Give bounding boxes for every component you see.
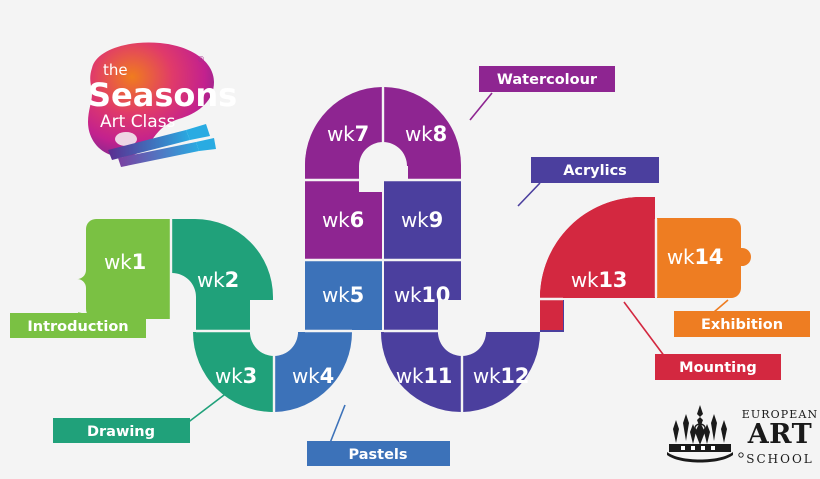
week-block-wk4[interactable]: wk4 [275, 332, 353, 412]
label-chip-mounting[interactable]: Mounting [655, 354, 781, 380]
connector-acrylics [517, 182, 541, 207]
label-text-exhibition: Exhibition [701, 317, 783, 333]
label-chips: Introduction Drawing Pastels Watercolour… [10, 66, 810, 466]
week-label-wk12: wk12 [473, 364, 529, 389]
week-label-wk9: wk9 [401, 208, 443, 233]
week-label-wk7: wk7 [327, 122, 369, 147]
label-chip-acrylics[interactable]: Acrylics [531, 157, 659, 183]
logo-line-the: the [103, 61, 128, 79]
week-block-wk14[interactable]: wk14 [657, 218, 752, 298]
label-chip-exhibition[interactable]: Exhibition [674, 311, 810, 337]
partner-logo-line-european: EUROPEAN [742, 408, 818, 421]
label-text-mounting: Mounting [679, 360, 757, 376]
week-label-wk3: wk3 [215, 364, 257, 389]
week-block-wk13[interactable]: wk13 [540, 197, 655, 330]
week-label-wk5-text: wk5 [322, 283, 364, 308]
label-text-acrylics: Acrylics [563, 163, 627, 179]
logo-trademark-icon: ® [197, 55, 205, 64]
connector-watercolour [469, 92, 493, 121]
label-text-drawing: Drawing [87, 424, 155, 440]
label-chip-pastels[interactable]: Pastels [307, 441, 450, 466]
european-art-school-logo: EUROPEAN ART SCHOOL [667, 405, 818, 466]
the-seasons-art-class-logo: the Seasons Art Class ® [88, 42, 237, 167]
week-label-wk4: wk4 [292, 364, 334, 389]
week-label-wk1: wk1 [104, 250, 146, 275]
crown-crest-icon [667, 405, 744, 463]
label-text-introduction: Introduction [27, 319, 128, 335]
label-chip-introduction[interactable]: Introduction [10, 313, 146, 338]
week-block-wk11[interactable]: wk11 [381, 332, 461, 412]
week-block-wk2[interactable]: wk2 [172, 219, 273, 330]
partner-logo-line-school: SCHOOL [746, 452, 814, 466]
week-block-wk9[interactable]: wk9 [384, 181, 461, 259]
paintbrush-icon [108, 124, 216, 167]
week-label-wk11: wk11 [396, 364, 452, 389]
label-text-pastels: Pastels [348, 447, 407, 463]
logo-line-artclass: Art Class [100, 112, 176, 132]
label-chip-drawing[interactable]: Drawing [53, 418, 190, 443]
week-track: wk1 wk2 wk3 wk4 wk5 wk5 [76, 87, 752, 412]
week-label-wk8: wk8 [405, 122, 447, 147]
week-block-wk12[interactable]: wk12 [463, 332, 540, 412]
week-label-wk6: wk6 [322, 208, 364, 233]
connector-pastels [329, 404, 346, 444]
week-label-wk13: wk13 [571, 268, 627, 293]
week-block-wk1[interactable]: wk1 [76, 219, 170, 319]
connector-mounting [623, 301, 666, 358]
label-text-watercolour: Watercolour [497, 72, 598, 88]
segment-dividers [169, 87, 658, 412]
week-block-wk3[interactable]: wk3 [193, 332, 273, 412]
week-label-wk2: wk2 [197, 268, 239, 293]
partner-logo-line-art: ART [747, 419, 813, 450]
logo-line-seasons: Seasons [88, 76, 237, 114]
label-chip-watercolour[interactable]: Watercolour [479, 66, 615, 92]
week-block-wk6[interactable]: wk6 [305, 181, 382, 259]
week-label-wk14: wk14 [667, 245, 723, 270]
